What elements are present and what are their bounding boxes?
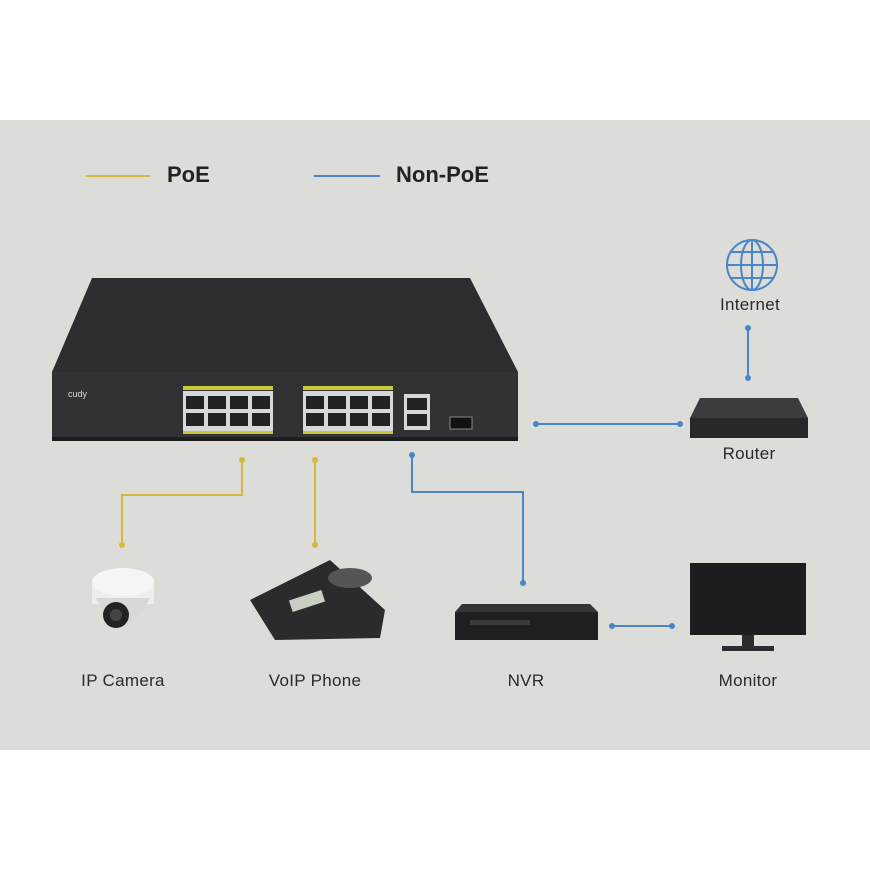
nvr-icon bbox=[455, 604, 598, 640]
router-label: Router bbox=[722, 444, 776, 463]
globe-icon bbox=[726, 239, 778, 291]
voip-phone-label: VoIP Phone bbox=[268, 671, 362, 690]
nvr-label: NVR bbox=[507, 671, 545, 690]
monitor-label: Monitor bbox=[718, 671, 778, 690]
internet-label: Internet bbox=[719, 295, 781, 314]
router-icon bbox=[690, 398, 808, 438]
link-nvr bbox=[411, 455, 524, 583]
switch-brand-logo: cudy bbox=[68, 389, 88, 399]
poe-legend-label: PoE bbox=[167, 162, 210, 187]
poe-link-camera bbox=[121, 460, 243, 545]
non-poe-legend-label: Non-PoE bbox=[396, 162, 489, 187]
ip-camera-icon bbox=[92, 568, 154, 628]
poe-switch bbox=[52, 278, 518, 441]
ip-camera-label: IP Camera bbox=[81, 671, 165, 690]
monitor-icon bbox=[690, 563, 806, 651]
voip-phone-icon bbox=[250, 560, 385, 640]
